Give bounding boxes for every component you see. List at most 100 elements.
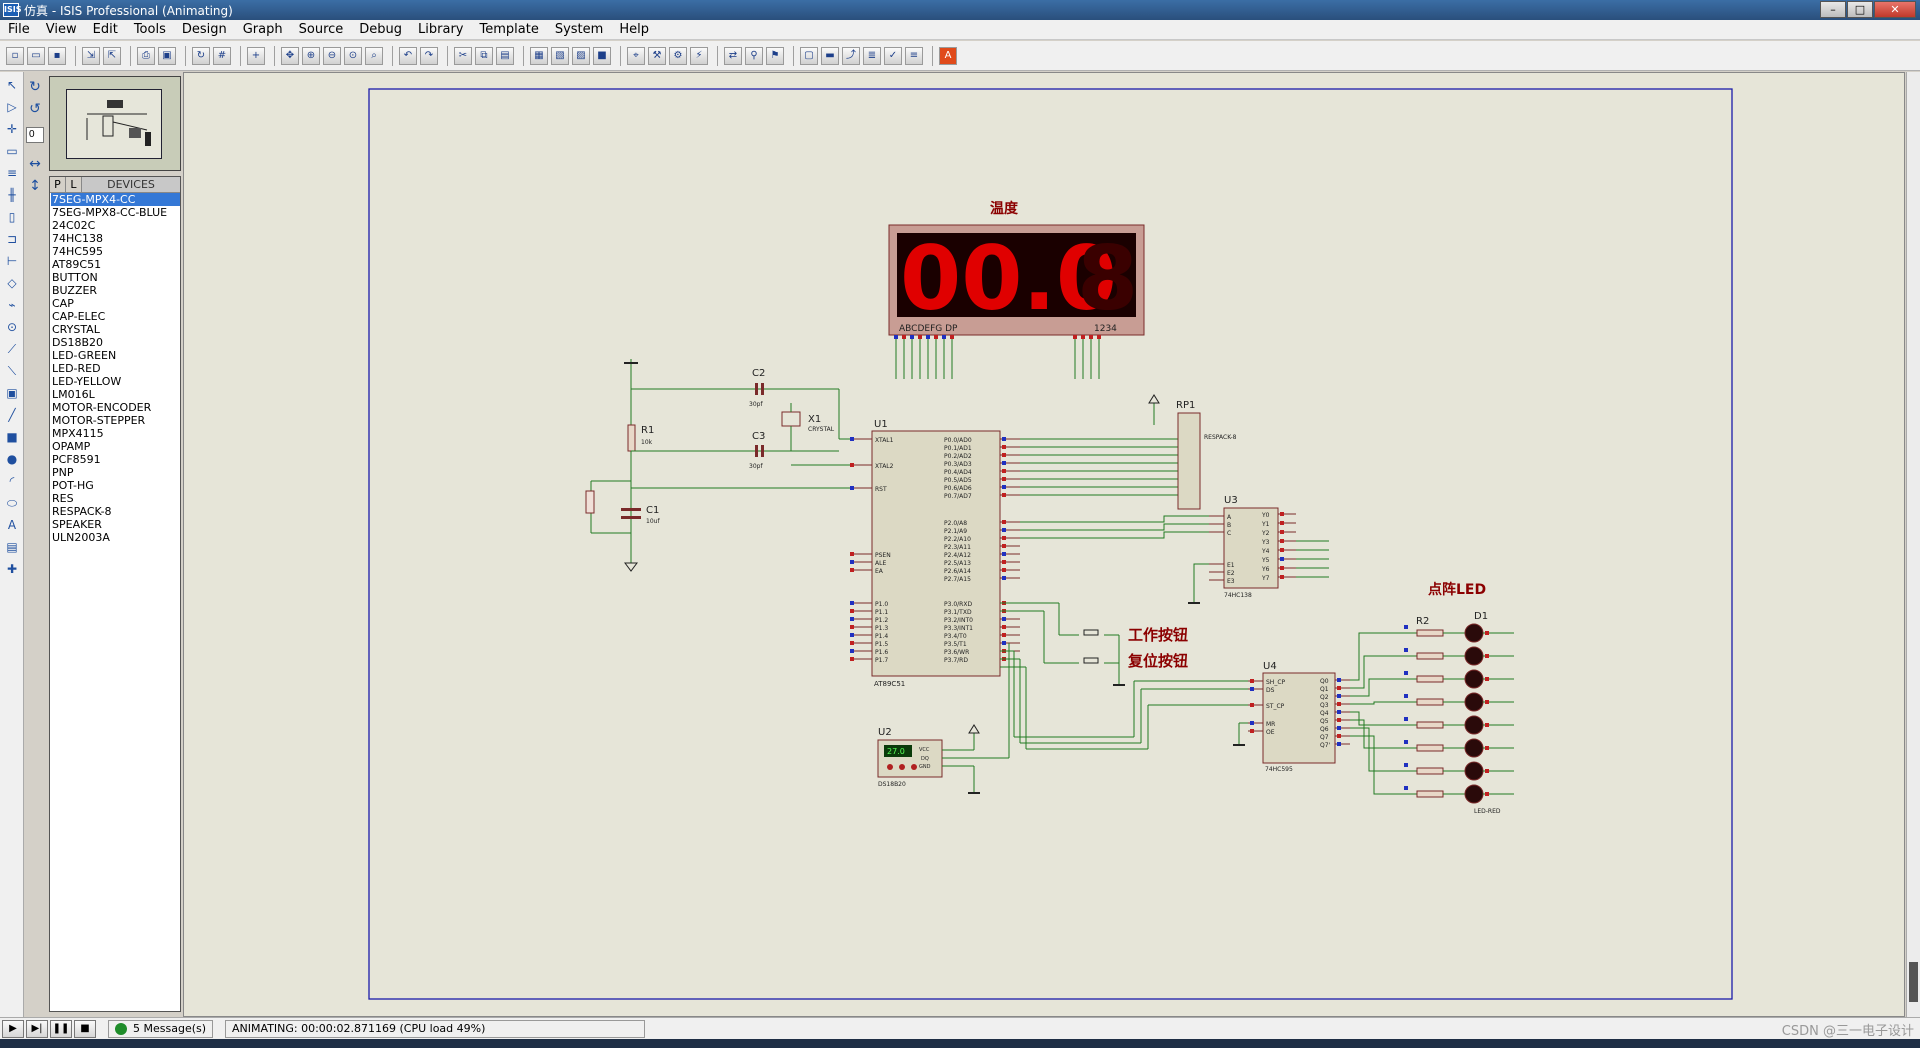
device-list-item[interactable]: RES [52,492,74,505]
device-pin-icon[interactable]: ⊢ [6,254,18,268]
device-list-item[interactable]: 74HC138 [52,232,103,245]
zoom-all-icon[interactable]: ⊙ [344,46,362,65]
device-list-item[interactable]: LED-GREEN [52,349,117,362]
exit-to-parent-icon[interactable]: ⤴ [842,46,860,65]
device-list-item[interactable]: CAP [52,297,74,310]
block-move-icon[interactable]: ▧ [551,46,569,65]
marker-icon[interactable]: ✚ [6,562,18,576]
led-indicator[interactable] [1464,738,1484,758]
device-list-item[interactable]: LM016L [52,388,95,401]
import-icon[interactable]: ⇲ [82,46,100,65]
rotate-cw-icon[interactable]: ↻ [29,79,41,95]
play-button[interactable]: ▶ [2,1019,24,1038]
symbol-icon[interactable]: ▤ [6,540,18,554]
wire-autorouter-icon[interactable]: ⇄ [724,46,742,65]
led-resistor[interactable] [1416,698,1444,706]
cut-icon[interactable]: ✂ [454,46,472,65]
device-list-item[interactable]: 7SEG-MPX4-CC [51,193,180,206]
overview-window[interactable] [49,76,181,171]
device-list-item[interactable]: LED-YELLOW [52,375,122,388]
led-indicator[interactable] [1464,669,1484,689]
block-rotate-icon[interactable]: ▨ [572,46,590,65]
u2-button[interactable] [911,764,917,770]
device-list-item[interactable]: PCF8591 [52,453,101,466]
menu-debug[interactable]: Debug [359,22,403,37]
bus-icon[interactable]: ╫ [8,188,16,202]
refresh-icon[interactable]: ↻ [192,46,210,65]
device-list-item[interactable]: 7SEG-MPX8-CC-BLUE [52,206,168,219]
menu-file[interactable]: File [8,22,30,37]
resistor-pack-rp1[interactable]: RP1 RESPACK-8 [1148,394,1237,510]
device-list-item[interactable]: CRYSTAL [52,323,100,336]
block-delete-icon[interactable]: ■ [593,46,611,65]
message-count[interactable]: 5 Message(s) [108,1019,214,1038]
zoom-in-icon[interactable]: ⊕ [302,46,320,65]
device-list-item[interactable]: SPEAKER [52,518,102,531]
wire-label-icon[interactable]: ▭ [6,144,18,158]
mirror-x-icon[interactable]: ↔ [29,155,41,172]
pan-icon[interactable]: ✥ [281,46,299,65]
u2-button[interactable] [899,764,905,770]
box-icon[interactable]: ■ [6,430,18,444]
device-list-item[interactable]: BUZZER [52,284,98,297]
pick-device-icon[interactable]: ⌖ [627,46,645,65]
virtual-instrument-icon[interactable]: ▣ [6,386,18,400]
remove-sheet-icon[interactable]: ▬ [821,46,839,65]
arc-icon[interactable]: ◜ [9,474,15,488]
zoom-out-icon[interactable]: ⊖ [323,46,341,65]
property-tool-icon[interactable]: ⚑ [766,46,784,65]
device-list-item[interactable]: RESPACK-8 [52,505,112,518]
led-resistor[interactable] [1416,675,1444,683]
open-file-icon[interactable]: ▭ [27,46,45,65]
netlist-icon[interactable]: ≡ [905,46,923,65]
search-icon[interactable]: ⚲ [745,46,763,65]
block-copy-icon[interactable]: ▦ [530,46,548,65]
text-script-icon[interactable]: ≡ [6,166,18,180]
redo-icon[interactable]: ↷ [420,46,438,65]
menu-help[interactable]: Help [619,22,649,37]
led-array[interactable]: 点阵LED R2 D1 LED-RED [1350,581,1514,815]
mirror-y-icon[interactable]: ↕ [29,177,41,194]
reset-button-switch[interactable] [1083,657,1099,664]
menu-design[interactable]: Design [181,22,227,37]
ares-icon[interactable]: A [939,46,957,65]
device-list-item[interactable]: POT-HG [52,479,94,492]
print-icon[interactable]: ⎙ [137,46,155,65]
scrollbar-thumb[interactable] [1909,962,1918,1002]
led-resistor[interactable] [1416,721,1444,729]
path-icon[interactable]: ⬭ [6,496,18,510]
device-list-item[interactable]: 74HC595 [52,245,103,258]
print-area-icon[interactable]: ▣ [158,46,176,65]
device-list-item[interactable]: MOTOR-STEPPER [52,414,146,427]
graph-icon[interactable]: ◇ [7,276,17,290]
device-list-item[interactable]: AT89C51 [52,258,102,271]
capacitor-c3[interactable] [755,445,758,457]
voltage-probe-icon[interactable]: ⟋ [7,342,17,356]
shift-register-u4[interactable]: U4 74HC595 SH_CPDSST_CPMROEQ0Q1Q2Q3Q4Q5Q… [1248,661,1350,773]
circle-icon[interactable]: ● [6,452,18,466]
subcircuit-icon[interactable]: ▯ [8,210,16,224]
maximize-button[interactable]: □ [1847,1,1873,18]
tape-recorder-icon[interactable]: ⌁ [8,298,16,312]
menu-system[interactable]: System [554,22,604,37]
library-manager-button[interactable]: L [66,177,82,192]
device-list-item[interactable]: PNP [52,466,74,479]
led-resistor[interactable] [1416,744,1444,752]
schematic-editing-window[interactable]: 温度 00.0 8 ABCDEFG DP 1234 R1 10k C1 [183,72,1905,1017]
led-indicator[interactable] [1464,692,1484,712]
device-list-item[interactable]: CAP-ELEC [52,310,106,323]
component-mode-icon[interactable]: ▷ [7,100,17,114]
device-list-item[interactable]: MPX4115 [52,427,104,440]
paste-icon[interactable]: ▤ [496,46,514,65]
step-button[interactable]: ▶| [26,1019,48,1038]
led-indicator[interactable] [1464,623,1484,643]
led-indicator[interactable] [1464,646,1484,666]
u2-button[interactable] [887,764,893,770]
line-icon[interactable]: ╱ [8,408,16,422]
device-list-item[interactable]: LED-RED [52,362,101,375]
reset-switch[interactable] [585,490,595,514]
menu-edit[interactable]: Edit [92,22,118,37]
device-list-item[interactable]: MOTOR-ENCODER [52,401,152,414]
device-list-item[interactable]: 24C02C [52,219,96,232]
save-icon[interactable]: ▪ [48,46,66,65]
